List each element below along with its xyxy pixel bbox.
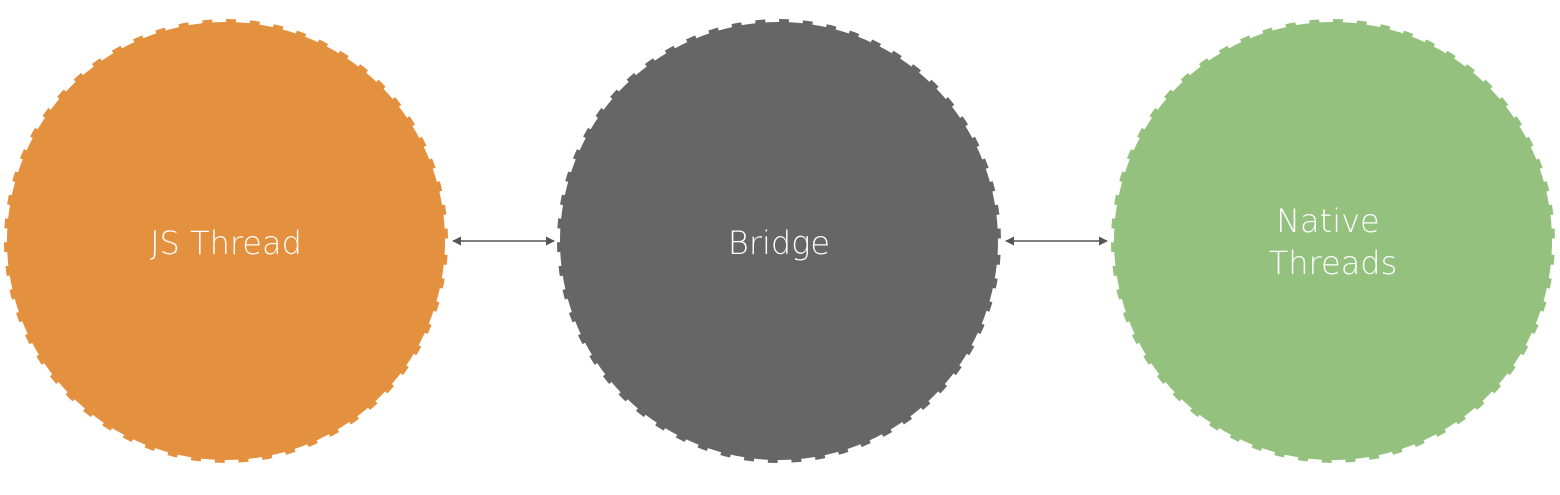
native-threads-label-line-2: Threads xyxy=(1269,244,1398,282)
native-threads-label-line-1: Native xyxy=(1276,202,1380,240)
node-native-threads: Native Threads xyxy=(1108,16,1558,466)
native-threads-circle xyxy=(1108,16,1558,466)
native-threads-label: Native Threads xyxy=(1269,202,1398,282)
node-js-thread: JS Thread xyxy=(1,16,451,466)
bridge-label: Bridge xyxy=(728,224,830,262)
js-thread-circle xyxy=(1,16,451,466)
bridge-label-line-1: Bridge xyxy=(728,224,830,262)
node-bridge: Bridge xyxy=(554,16,1004,466)
bridge-circle xyxy=(554,16,1004,466)
js-thread-label: JS Thread xyxy=(150,224,302,262)
js-thread-label-line-1: JS Thread xyxy=(150,224,302,262)
